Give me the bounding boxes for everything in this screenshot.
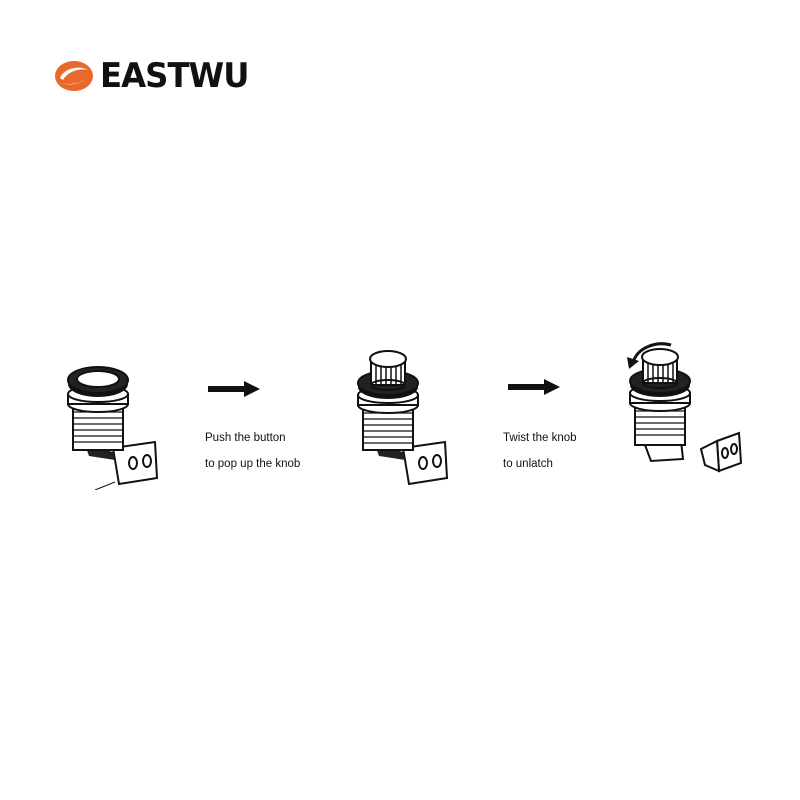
latch-unlatched-illustration (627, 342, 743, 473)
brand-name: EASTWU (100, 56, 249, 96)
caption-line: to unlatch (503, 458, 553, 470)
caption-push-button: Push the button to pop up the knob (205, 419, 300, 484)
caption-line: Push the button (205, 432, 286, 444)
step-closed-latch (55, 360, 175, 490)
right-arrow-icon (508, 379, 560, 395)
brand-logo: EASTWU (54, 56, 256, 96)
caption-line: to pop up the knob (205, 458, 301, 470)
right-arrow-icon (208, 381, 260, 397)
latch-closed-illustration (67, 366, 159, 490)
eastwu-logo-icon (55, 61, 93, 91)
step-knob-popped (345, 345, 465, 495)
latch-popped-illustration (357, 350, 449, 486)
rotate-arrow-icon (631, 342, 672, 364)
caption-twist-knob: Twist the knob to unlatch (503, 419, 577, 484)
step-unlatched (615, 335, 755, 485)
caption-line: Twist the knob (503, 432, 577, 444)
